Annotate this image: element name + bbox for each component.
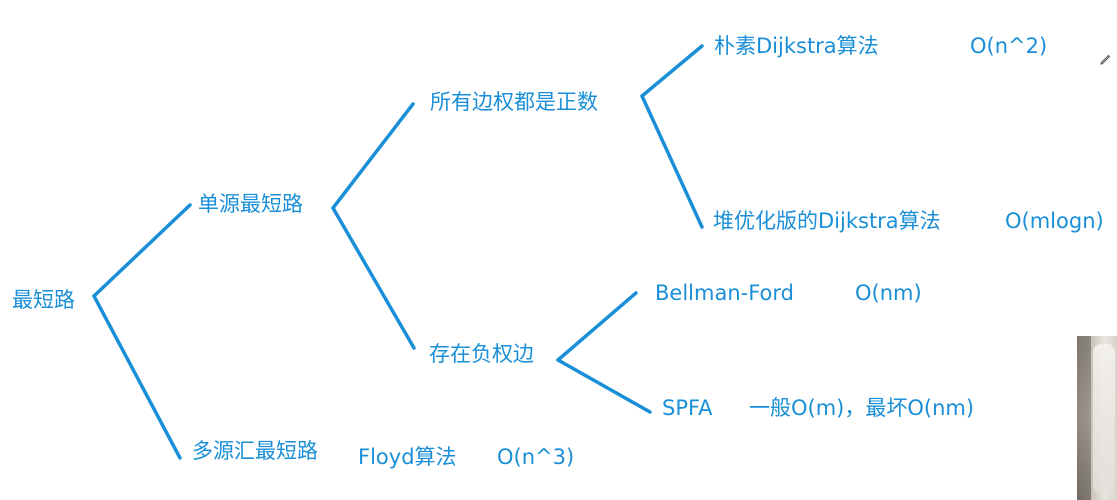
edge-root-to-multi-source: [92, 294, 182, 460]
bellman-ford-label: Bellman-Ford: [655, 281, 794, 305]
floyd-complexity: O(n^3): [497, 445, 575, 469]
naive-dijkstra-complexity: O(n^2): [970, 34, 1048, 58]
floyd-label: Floyd算法: [358, 445, 457, 469]
heap-dijkstra-complexity: O(mlogn): [1005, 209, 1104, 233]
edge-all-positive-to-heap-dijkstra: [640, 94, 704, 229]
edge-single-source-to-all-positive: [331, 102, 415, 210]
spfa-label: SPFA: [662, 396, 713, 420]
heap-dijkstra-label: 堆优化版的Dijkstra算法: [713, 209, 941, 233]
multi-source-label: 多源汇最短路: [192, 439, 318, 463]
spfa-complexity: 一般O(m)，最坏O(nm): [749, 396, 975, 420]
webcam-thumbnail: [1077, 336, 1117, 500]
all-positive-label: 所有边权都是正数: [430, 90, 598, 114]
bellman-ford-complexity: O(nm): [855, 281, 922, 305]
edge-root-to-single-source: [92, 203, 192, 298]
naive-dijkstra-label: 朴素Dijkstra算法: [714, 34, 879, 58]
edge-all-positive-to-naive-dijkstra: [640, 44, 704, 98]
edge-single-source-to-negative: [331, 206, 416, 350]
webcam-figure: [1093, 344, 1115, 494]
webcam-shadow: [1077, 336, 1091, 500]
pencil-icon[interactable]: [1098, 52, 1112, 66]
edge-negative-to-bellman-ford: [556, 291, 638, 362]
single-source-label: 单源最短路: [198, 192, 303, 216]
negative-edges-label: 存在负权边: [429, 342, 534, 366]
edge-negative-to-spfa: [556, 358, 652, 414]
root-node-label: 最短路: [12, 288, 75, 312]
